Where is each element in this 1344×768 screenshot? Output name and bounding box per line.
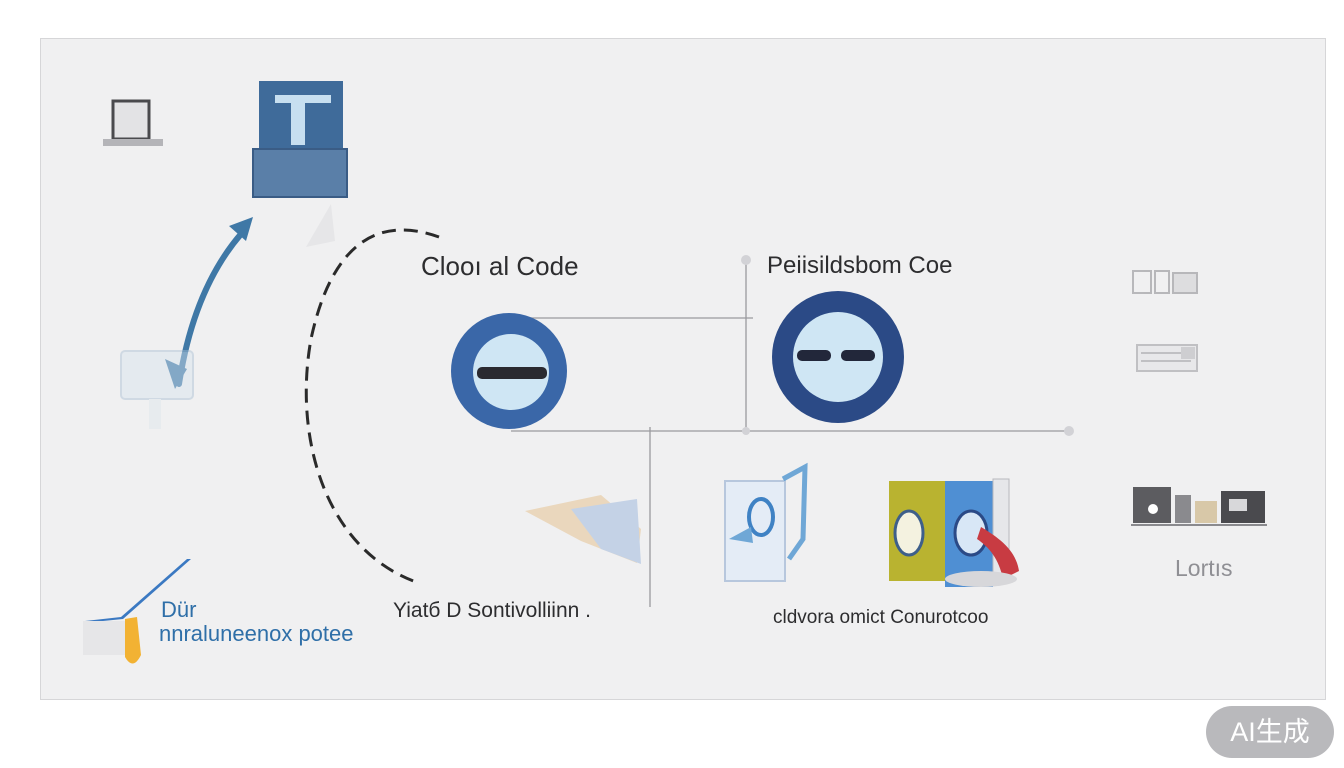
document-icon <box>252 81 348 198</box>
server-icon <box>103 99 163 146</box>
file-page-icon <box>724 462 808 582</box>
label-far-right: Lortıs <box>1175 555 1233 581</box>
label-bottom-center: Yiatб D Sontivolliinn . <box>393 599 592 622</box>
ai-generated-badge: AI生成 <box>1206 706 1334 758</box>
grid-panel-icon <box>1136 344 1198 372</box>
dashed-arc-connector <box>304 228 440 584</box>
connector-lines <box>511 261 1069 607</box>
connector-node <box>1064 426 1074 436</box>
connector-nodes <box>741 255 1074 436</box>
left-ring-node <box>451 313 567 429</box>
right-ring-node <box>772 291 904 423</box>
folder-icon <box>1132 270 1198 294</box>
label-right-node: Peiisildsbom Coe <box>767 252 953 279</box>
curved-arrow-icon <box>165 217 253 389</box>
bookshelf-icon <box>889 478 1019 587</box>
connector-node <box>742 427 750 435</box>
cursor-icon <box>525 495 641 564</box>
paper-plane-icon <box>306 204 335 247</box>
toolkit-icon <box>1131 487 1267 526</box>
diagram-canvas: Clooı al Code Peiisildsbom Coe Dür nnral… <box>40 38 1326 700</box>
label-bottom-right: cldvora omict Conurotcoo <box>773 607 989 628</box>
monitor-icon <box>120 350 194 429</box>
diagram-graphics <box>83 81 1267 664</box>
pen-icon <box>83 559 191 664</box>
label-bottom-left-line2: nnraluneenox potee <box>159 621 354 646</box>
label-left-node: Clooı al Code <box>421 251 579 281</box>
connector-node <box>741 255 751 265</box>
label-bottom-left-line1: Dür <box>161 597 197 622</box>
